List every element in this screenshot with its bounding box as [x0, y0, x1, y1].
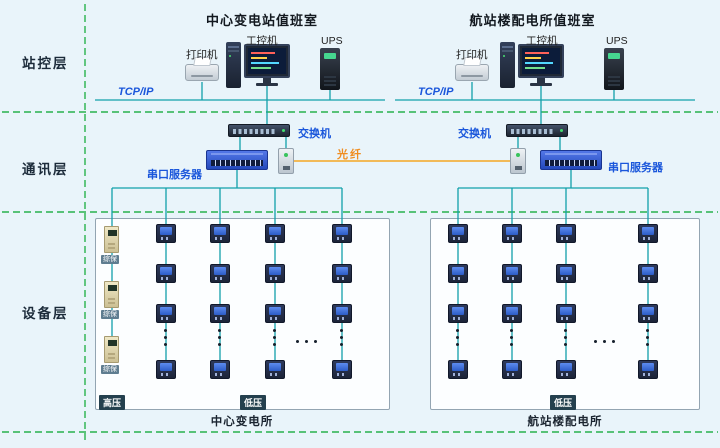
industrial-pc-icon — [244, 44, 290, 86]
right-ipc-label: 工控机 — [526, 35, 558, 47]
protection-relay-icon — [104, 226, 119, 253]
power-meter-icon — [502, 224, 522, 243]
power-meter-icon — [210, 224, 230, 243]
power-meter-icon — [210, 304, 230, 323]
network-switch-icon — [228, 124, 290, 137]
power-meter-icon — [638, 304, 658, 323]
ellipsis-dots — [564, 329, 567, 346]
power-meter-icon — [265, 360, 285, 379]
power-meter-icon — [156, 360, 176, 379]
left-room-title: 中心变电站值班室 — [205, 13, 318, 28]
ups-icon — [320, 48, 340, 90]
power-meter-icon — [210, 264, 230, 283]
ellipsis-dots — [340, 329, 343, 346]
serial-server-icon — [540, 150, 602, 170]
power-meter-icon — [156, 304, 176, 323]
power-meter-icon — [638, 224, 658, 243]
left-tcpip-label: TCP/IP — [118, 86, 154, 98]
right-room-title: 航站楼配电所值班室 — [469, 13, 596, 28]
power-meter-icon — [502, 264, 522, 283]
protection-relay-icon — [104, 336, 119, 363]
industrial-pc-icon — [518, 44, 564, 86]
printer-icon — [455, 57, 489, 81]
ellipsis-dots — [164, 329, 167, 346]
ellipsis-dots — [218, 329, 221, 346]
low-voltage-badge: 低压 — [550, 395, 577, 410]
power-meter-icon — [156, 224, 176, 243]
power-meter-icon — [332, 304, 352, 323]
left-serial-server-label: 串口服务器 — [147, 169, 202, 181]
right-switch-label: 交换机 — [458, 128, 491, 140]
layer-label-communication: 通讯层 — [22, 162, 69, 177]
left-printer-label: 打印机 — [186, 49, 218, 61]
power-meter-icon — [502, 304, 522, 323]
high-voltage-badge: 高压 — [99, 395, 126, 410]
fiber-converter-icon — [510, 148, 526, 174]
power-meter-icon — [448, 224, 468, 243]
left-ipc-label: 工控机 — [246, 35, 278, 47]
power-meter-icon — [556, 360, 576, 379]
power-meter-icon — [210, 360, 230, 379]
layer-label-station: 站控层 — [22, 56, 69, 71]
power-meter-icon — [448, 304, 468, 323]
power-meter-icon — [556, 224, 576, 243]
power-meter-icon — [502, 360, 522, 379]
power-meter-icon — [156, 264, 176, 283]
relay-tag: 综保 — [101, 310, 119, 319]
power-meter-icon — [448, 360, 468, 379]
ellipsis-dots — [510, 329, 513, 346]
right-printer-label: 打印机 — [456, 49, 488, 61]
power-meter-icon — [265, 264, 285, 283]
ellipsis-dots — [646, 329, 649, 346]
relay-tag: 综保 — [101, 255, 119, 264]
serial-server-icon — [206, 150, 268, 170]
left-box-caption: 中心变电所 — [210, 416, 274, 428]
power-meter-icon — [638, 264, 658, 283]
left-ups-label: UPS — [321, 35, 343, 47]
right-ups-label: UPS — [606, 35, 628, 47]
fiber-converter-icon — [278, 148, 294, 174]
ellipsis-dots — [456, 329, 459, 346]
ups-icon — [604, 48, 624, 90]
ellipsis-dots — [273, 329, 276, 346]
power-meter-icon — [448, 264, 468, 283]
power-meter-icon — [332, 264, 352, 283]
power-meter-icon — [265, 224, 285, 243]
power-meter-icon — [332, 360, 352, 379]
pc-tower-icon — [226, 42, 241, 88]
low-voltage-badge: 低压 — [240, 395, 267, 410]
power-meter-icon — [556, 304, 576, 323]
protection-relay-icon — [104, 281, 119, 308]
fiber-label: 光纤 — [337, 149, 363, 161]
right-tcpip-label: TCP/IP — [418, 86, 454, 98]
power-meter-icon — [638, 360, 658, 379]
network-switch-icon — [506, 124, 568, 137]
relay-tag: 综保 — [101, 365, 119, 374]
layer-label-device: 设备层 — [22, 306, 69, 321]
power-meter-icon — [556, 264, 576, 283]
power-meter-icon — [265, 304, 285, 323]
power-meter-icon — [332, 224, 352, 243]
right-serial-server-label: 串口服务器 — [608, 162, 663, 174]
right-box-caption: 航站楼配电所 — [527, 416, 603, 428]
printer-icon — [185, 57, 219, 81]
left-switch-label: 交换机 — [298, 128, 331, 140]
pc-tower-icon — [500, 42, 515, 88]
ellipsis-dots — [296, 340, 317, 343]
ellipsis-dots — [594, 340, 615, 343]
